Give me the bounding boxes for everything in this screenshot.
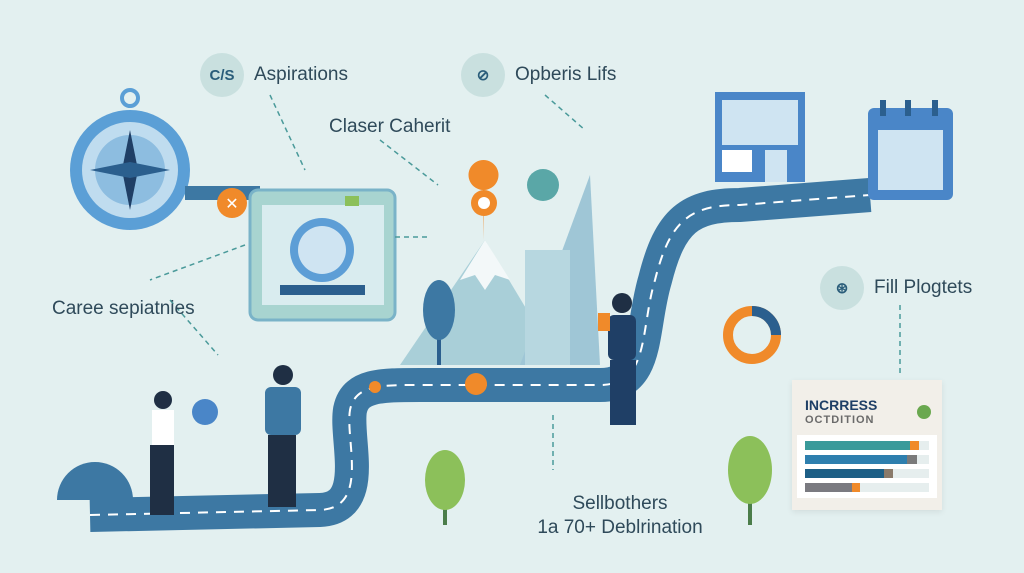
career-aspirations-label: Caree sepiatnies [52,298,195,319]
fill-projects-text: Fill Plogtets [874,277,973,298]
aspirations-text: Aspirations [254,64,348,85]
svg-text:✕: ✕ [225,196,238,213]
progress-bar-accent [852,483,860,492]
progress-bar-fill [805,483,853,492]
tree-icon [423,280,455,365]
career-switch-icon: C/S [200,53,244,97]
compass-icon [70,88,190,230]
trophy-icon [527,169,559,201]
donut-chart-icon [723,306,781,364]
person-with-key [150,391,218,515]
caption-line-2: 1a 70+ Deblrination [537,517,703,538]
progress-bars [797,435,937,498]
mountains [400,175,600,365]
progress-bar [805,455,929,464]
bottom-caption: Sellbothers 1a 70+ Deblrination [520,492,720,540]
house-hill-icon [57,462,133,500]
calendar-icon [868,100,953,200]
progress-card-subtitle: OCTDITION [805,414,875,426]
person-pointing [265,365,301,507]
tree-icon [425,450,465,525]
progress-card: INCRRESS OCTDITION [792,380,942,510]
opportunities-label: ⊘ Opberis Lifs [461,53,616,97]
progress-bar-accent [910,441,920,450]
globe-icon: ⊛ [820,266,864,310]
progress-bar-fill [805,455,907,464]
office-building-icon [715,92,805,182]
progress-bar [805,483,929,492]
progress-bar-fill [805,441,911,450]
progress-bar [805,469,929,478]
road-marker [369,381,381,393]
person-with-folder [598,293,636,425]
connector-arrows [149,94,901,470]
globe-blocked-icon: ⊘ [461,53,505,97]
tree-icon [728,436,772,525]
opportunities-text: Opberis Lifs [515,64,617,85]
fill-projects-label: ⊛ Fill Plogtets [820,266,972,310]
aspirations-label: C/S Aspirations [200,53,348,97]
close-icon [217,188,247,218]
check-icon [917,405,931,419]
road-milestone-icon [465,373,487,395]
career-path-label: Claser Caherit [329,116,451,137]
progress-bar [805,441,929,450]
globe-monitor-icon [248,188,397,322]
progress-bar-fill [805,469,885,478]
progress-bar-accent [906,455,917,464]
road [89,178,872,532]
caption-line-1: Sellbothers [572,493,668,514]
progress-bar-accent [884,469,894,478]
progress-card-title: INCRRESS [805,397,878,413]
